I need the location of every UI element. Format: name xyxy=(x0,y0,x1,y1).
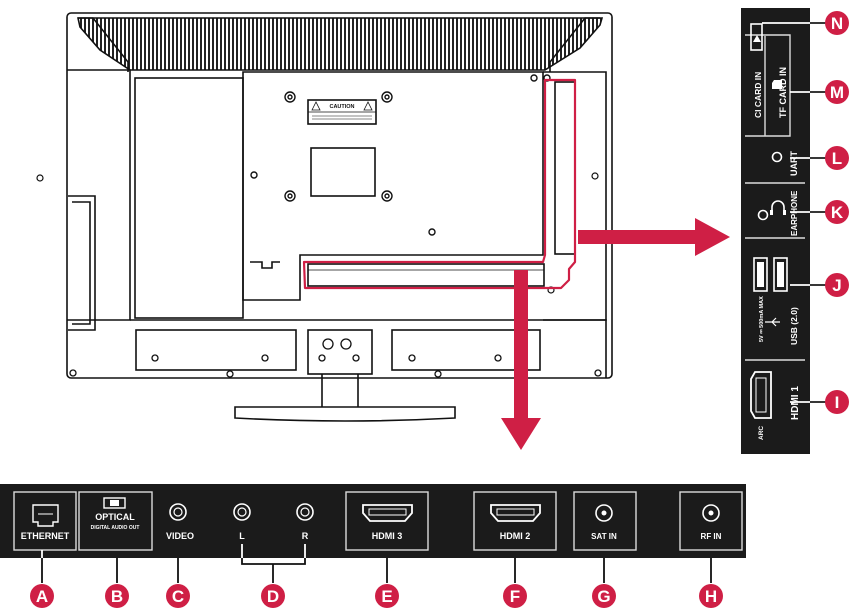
optical-label: OPTICAL xyxy=(95,512,135,522)
badge-l: L xyxy=(825,146,849,170)
audio-l-label: L xyxy=(239,531,245,541)
arrow-right xyxy=(578,218,730,256)
usb-port-top xyxy=(753,257,768,292)
optical-port: OPTICAL DIGITAL AUDIO OUT xyxy=(91,497,140,531)
uart-jack-icon xyxy=(771,151,783,163)
port-area-highlight xyxy=(302,78,577,290)
video-label: VIDEO xyxy=(166,531,194,541)
badge-d: D xyxy=(261,584,285,608)
badge-e: E xyxy=(375,584,399,608)
hdmi2-label: HDMI 2 xyxy=(500,531,531,541)
bottom-badges: A B C D E F G H xyxy=(30,544,723,608)
audio-r-jack-icon xyxy=(296,503,314,521)
side-connector-panel: CI CARD IN TF CARD IN UART EARPHONE 5V ⎓… xyxy=(741,8,810,454)
badge-m: M xyxy=(825,80,849,104)
badge-j: J xyxy=(825,273,849,297)
lower-housing xyxy=(130,319,607,378)
side-badges: N M L K J I xyxy=(762,11,849,414)
svg-text:F: F xyxy=(510,587,520,606)
usb-label: USB (2.0) xyxy=(789,307,799,345)
svg-text:A: A xyxy=(36,587,48,606)
badge-a: A xyxy=(30,584,54,608)
earphone-label: EARPHONE xyxy=(790,190,799,236)
label-sticker xyxy=(310,147,376,197)
stand-neck xyxy=(321,374,359,409)
svg-text:L: L xyxy=(832,149,842,168)
audio-r-label: R xyxy=(302,531,309,541)
tv-back-illustration: CAUTION xyxy=(36,12,613,422)
arc-label: ARC xyxy=(758,426,765,440)
sat-in-coax-icon xyxy=(595,504,613,522)
arrow-down xyxy=(501,270,541,450)
uart-label: UART xyxy=(789,151,799,176)
optical-sublabel: DIGITAL AUDIO OUT xyxy=(91,525,140,531)
badge-i: I xyxy=(825,390,849,414)
left-handle xyxy=(68,195,96,331)
hdmi3-label: HDMI 3 xyxy=(372,531,403,541)
hdmi1-port-icon xyxy=(750,371,772,419)
stand-base xyxy=(234,406,456,422)
video-port: VIDEO xyxy=(166,503,194,541)
svg-text:M: M xyxy=(830,83,844,102)
earphone-jack-icon xyxy=(757,209,769,221)
arrows xyxy=(501,218,730,450)
rf-in-coax-icon xyxy=(702,504,720,522)
caution-label: CAUTION xyxy=(307,99,377,125)
badge-n: N xyxy=(825,11,849,35)
svg-text:H: H xyxy=(705,587,717,606)
hdmi3-port-icon xyxy=(362,504,413,522)
ethernet-port-icon xyxy=(32,504,59,527)
tf-card-label: TF CARD IN xyxy=(778,67,788,118)
svg-text:N: N xyxy=(831,14,843,33)
stand-neck-mount xyxy=(307,329,373,375)
tf-card-icon xyxy=(772,80,782,89)
svg-text:K: K xyxy=(831,203,844,222)
svg-text:B: B xyxy=(111,587,123,606)
rf-in-port: RF IN xyxy=(701,504,722,541)
bottom-port-strip xyxy=(307,263,545,287)
usb-spec-label: 5V ⎓ 500mA MAX xyxy=(759,296,765,342)
sat-in-port: SAT IN xyxy=(591,504,617,541)
bottom-connector-panel: ETHERNET OPTICAL DIGITAL AUDIO OUT VIDEO… xyxy=(0,484,746,558)
usb-icon xyxy=(765,317,780,327)
rf-in-label: RF IN xyxy=(701,532,722,541)
badge-b: B xyxy=(105,584,129,608)
badge-f: F xyxy=(503,584,527,608)
top-vent-grille xyxy=(77,17,604,71)
badge-c: C xyxy=(166,584,190,608)
ethernet-label: ETHERNET xyxy=(21,531,70,541)
svg-text:J: J xyxy=(832,276,841,295)
ethernet-port: ETHERNET xyxy=(21,504,70,541)
left-housing xyxy=(67,69,131,321)
svg-text:E: E xyxy=(381,587,392,606)
audio-l-jack-icon xyxy=(233,503,251,521)
badge-g: G xyxy=(592,584,616,608)
sat-in-label: SAT IN xyxy=(591,532,617,541)
badge-k: K xyxy=(825,200,849,224)
hdmi2-port: HDMI 2 xyxy=(490,504,541,541)
svg-text:D: D xyxy=(267,587,279,606)
optical-port-icon xyxy=(103,497,126,509)
badge-h: H xyxy=(699,584,723,608)
svg-text:I: I xyxy=(835,393,840,412)
usb-port-bottom xyxy=(773,257,788,292)
video-jack-icon xyxy=(169,503,187,521)
hdmi3-port: HDMI 3 xyxy=(362,504,413,541)
ci-card-label: CI CARD IN xyxy=(753,72,763,118)
hdmi2-port-icon xyxy=(490,504,541,522)
svg-text:C: C xyxy=(172,587,184,606)
audio-lr-ports: L R xyxy=(233,503,314,541)
caution-text: CAUTION xyxy=(329,104,354,110)
svg-text:G: G xyxy=(597,587,610,606)
